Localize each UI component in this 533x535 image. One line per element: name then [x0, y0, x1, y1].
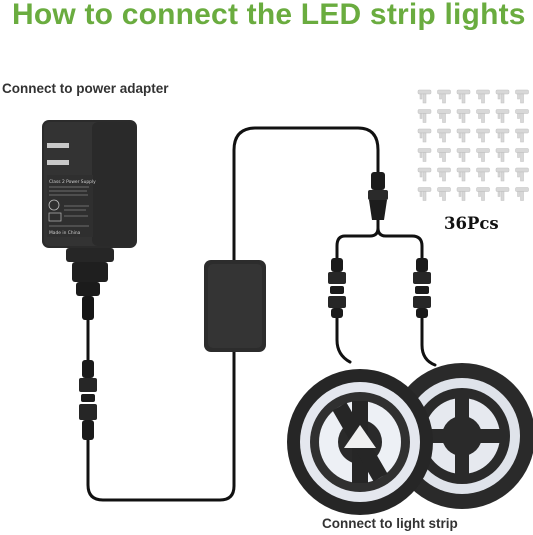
- power-adapter-icon: Class 2 Power Supply Made in China: [42, 120, 137, 320]
- splitter-connector-icon: [368, 172, 388, 220]
- mounting-clip-icon: [476, 128, 490, 143]
- mounting-clip-icon: [495, 128, 510, 143]
- mounting-clip-icon: [417, 89, 432, 104]
- mounting-clip-icon: [417, 148, 432, 162]
- strip-connector-left-icon: [328, 258, 346, 318]
- mounting-clip-icon: [495, 167, 510, 182]
- strip-connector-right-icon: [413, 258, 431, 318]
- adapter-origin-text: Made in China: [49, 230, 81, 236]
- controller-box-icon: [204, 260, 266, 352]
- mounting-clips-grid: [417, 89, 529, 201]
- cables: [86, 126, 437, 502]
- mounting-clip-icon: [456, 89, 471, 104]
- mounting-clip-icon: [437, 187, 451, 201]
- led-strip-reel-front-icon: [287, 369, 433, 515]
- page-title: How to connect the LED strip lights: [12, 0, 526, 31]
- mounting-clip-icon: [495, 187, 510, 201]
- mounting-clip-icon: [437, 89, 451, 104]
- mounting-clip-icon: [476, 89, 490, 104]
- mounting-clip-icon: [515, 109, 529, 123]
- cable-connector-icon: [79, 360, 97, 440]
- mounting-clip-icon: [495, 89, 510, 104]
- mounting-clip-icon: [495, 148, 510, 162]
- mounting-clip-icon: [456, 187, 471, 201]
- mounting-clip-icon: [456, 109, 471, 123]
- mounting-clip-icon: [417, 128, 432, 143]
- mounting-clip-icon: [515, 128, 529, 143]
- mounting-clip-icon: [515, 167, 529, 182]
- mounting-clip-icon: [437, 167, 451, 182]
- mounting-clip-icon: [515, 89, 529, 104]
- mounting-clip-icon: [456, 128, 471, 143]
- mounting-clip-icon: [417, 187, 432, 201]
- mounting-clip-icon: [437, 128, 451, 143]
- mounting-clip-icon: [437, 148, 451, 162]
- mounting-clip-icon: [515, 187, 529, 201]
- mounting-clip-icon: [495, 109, 510, 123]
- led-strip-reel-back-icon: [389, 363, 533, 509]
- mounting-clip-icon: [437, 109, 451, 123]
- clips-count-label: 36Pcs: [444, 214, 499, 233]
- mounting-clip-icon: [476, 109, 490, 123]
- mounting-clip-icon: [476, 148, 490, 162]
- mounting-clip-icon: [456, 148, 471, 162]
- adapter-label-text: Class 2 Power Supply: [49, 179, 96, 185]
- mounting-clip-icon: [417, 109, 432, 123]
- mounting-clip-icon: [417, 167, 432, 182]
- mounting-clip-icon: [456, 167, 471, 182]
- mounting-clip-icon: [476, 187, 490, 201]
- mounting-clip-icon: [476, 167, 490, 182]
- power-adapter-label: Connect to power adapter: [2, 81, 169, 96]
- light-strip-label: Connect to light strip: [322, 516, 458, 531]
- mounting-clip-icon: [515, 148, 529, 162]
